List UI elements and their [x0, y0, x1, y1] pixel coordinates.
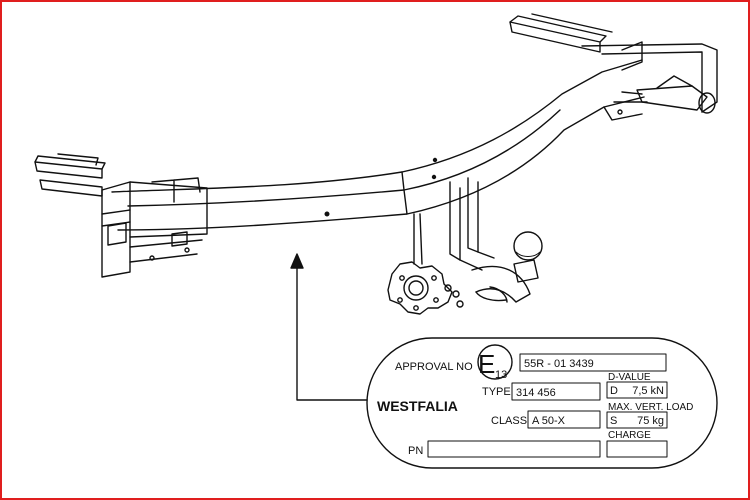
ball-neck — [413, 177, 543, 303]
socket-plate — [387, 261, 464, 315]
type-label: TYPE — [482, 386, 511, 398]
pointer-arrow — [290, 253, 368, 401]
pn-label: PN — [408, 445, 423, 457]
d-letter: D — [610, 385, 618, 397]
load-label: MAX. VERT. LOAD — [608, 402, 693, 413]
charge-label: CHARGE — [608, 430, 651, 441]
approval-value: 55R - 01 3439 — [524, 358, 594, 370]
right-bracket — [509, 13, 718, 121]
e-mark-letter: E — [478, 349, 495, 379]
type-value: 314 456 — [516, 387, 556, 399]
s-value: 75 kg — [637, 415, 664, 427]
class-label: CLASS — [491, 415, 527, 427]
d-value: 7,5 kN — [632, 385, 664, 397]
cross-beam — [111, 59, 645, 231]
e-mark-number: 13 — [495, 369, 507, 381]
dvalue-label: D-VALUE — [608, 372, 651, 383]
brand-logo: WESTFALIA — [377, 398, 458, 414]
s-letter: S — [610, 415, 617, 427]
approval-label: APPROVAL NO — [395, 361, 473, 373]
left-bracket — [34, 153, 208, 278]
id-plate: APPROVAL NO E 13 55R - 01 3439 TYPE 314 … — [366, 337, 718, 469]
class-value: A 50-X — [532, 415, 566, 427]
